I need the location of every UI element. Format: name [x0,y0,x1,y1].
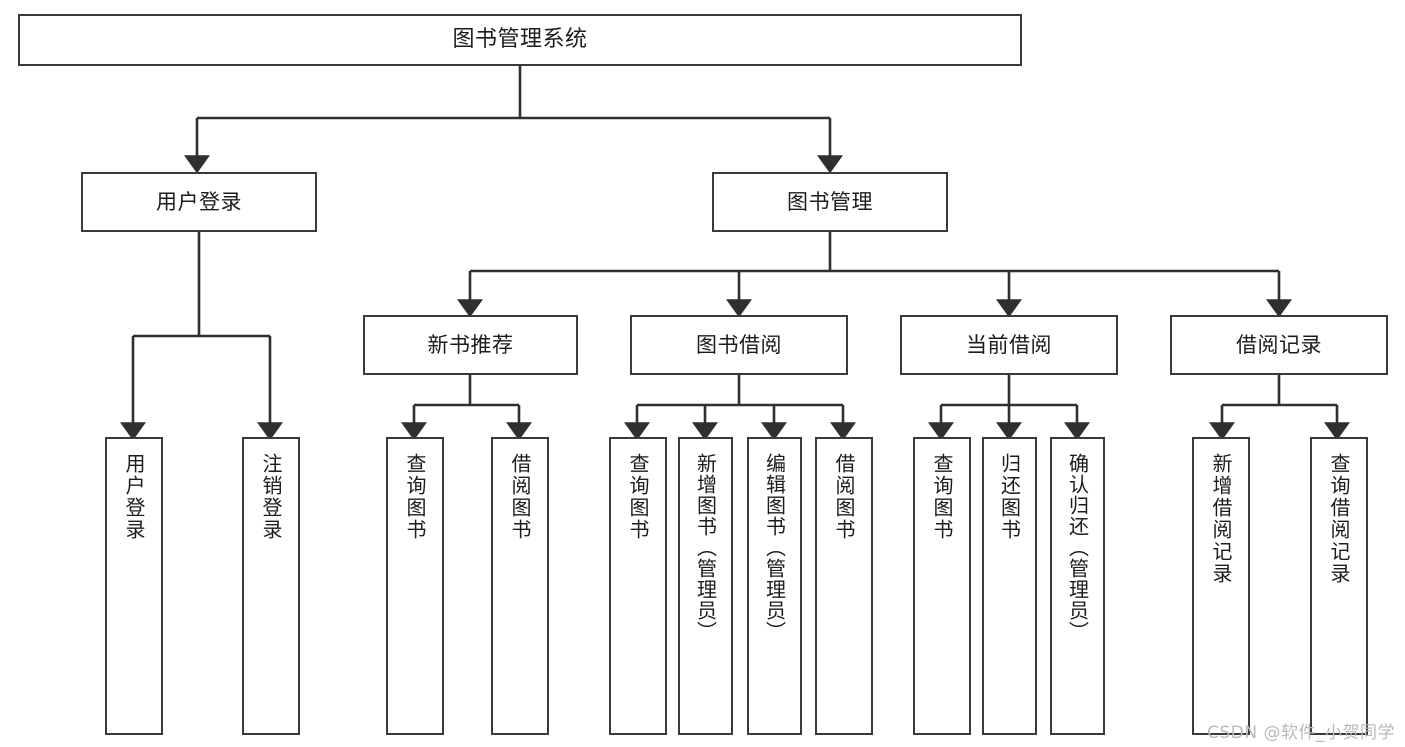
node-label: 借阅图书 [832,453,856,541]
leaf-borrow-add-book-admin[interactable]: 新增图书（管理员） [678,437,733,735]
node-label: 编辑图书（管理员） [762,453,787,642]
node-label: 新增图书（管理员） [693,453,718,642]
node-book-borrow[interactable]: 图书借阅 [630,315,848,375]
leaf-record-add-record[interactable]: 新增借阅记录 [1192,437,1250,735]
node-book-management[interactable]: 图书管理 [712,172,948,232]
node-label: 确认归还（管理员） [1065,453,1090,642]
node-label: 新书推荐 [427,332,514,357]
node-label: 借阅记录 [1236,332,1322,357]
node-label: 借阅图书 [508,453,532,541]
leaf-current-return-book[interactable]: 归还图书 [982,437,1037,735]
leaf-new-book-query[interactable]: 查询图书 [386,437,444,735]
node-label: 查询图书 [626,453,650,541]
node-label: 用户登录 [156,189,242,214]
node-borrow-record[interactable]: 借阅记录 [1170,315,1388,375]
node-label: 查询图书 [930,453,954,541]
node-label: 新增借阅记录 [1209,453,1233,585]
node-label: 注销登录 [259,453,283,541]
leaf-record-query-record[interactable]: 查询借阅记录 [1310,437,1368,735]
node-label: 归还图书 [997,453,1022,541]
leaf-user-login-logout[interactable]: 注销登录 [242,437,300,735]
leaf-borrow-borrow-book[interactable]: 借阅图书 [815,437,873,735]
node-label: 用户登录 [122,453,146,541]
node-label: 图书管理系统 [452,27,588,53]
node-user-login[interactable]: 用户登录 [81,172,317,232]
node-label: 图书管理 [787,189,873,214]
node-label: 当前借阅 [966,332,1052,357]
leaf-new-book-borrow[interactable]: 借阅图书 [491,437,549,735]
node-new-book-recommend[interactable]: 新书推荐 [363,315,578,375]
leaf-current-confirm-return-admin[interactable]: 确认归还（管理员） [1050,437,1105,735]
leaf-user-login-login[interactable]: 用户登录 [105,437,163,735]
node-label: 查询借阅记录 [1327,453,1351,585]
leaf-current-query-book[interactable]: 查询图书 [913,437,971,735]
leaf-borrow-edit-book-admin[interactable]: 编辑图书（管理员） [747,437,802,735]
node-label: 查询图书 [403,453,427,541]
node-current-borrow[interactable]: 当前借阅 [900,315,1118,375]
node-label: 图书借阅 [696,332,782,357]
csdn-watermark: CSDN @软件_小贺同学 [1207,723,1395,743]
leaf-borrow-query-book[interactable]: 查询图书 [609,437,667,735]
node-root-system[interactable]: 图书管理系统 [18,14,1022,66]
